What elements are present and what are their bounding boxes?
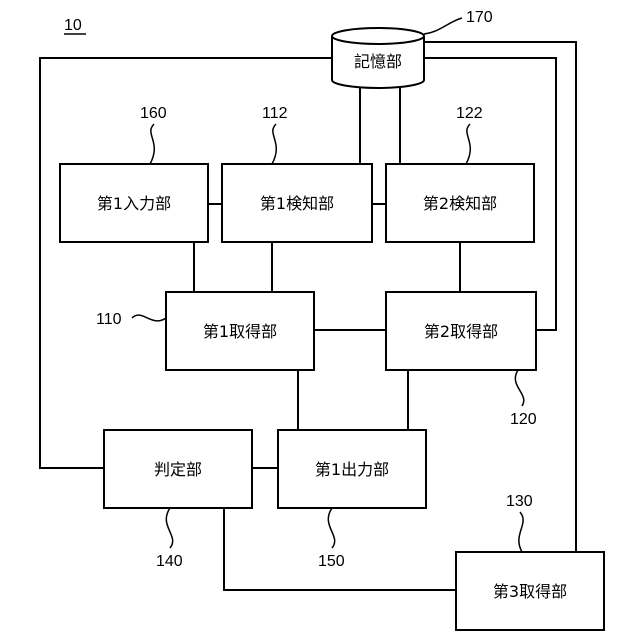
first-output-block: 第1出力部 xyxy=(278,430,426,508)
second-acquire-label: 第2取得部 xyxy=(424,322,498,341)
judge-to-third-acquire-line xyxy=(224,508,456,590)
first-detect-label: 第1検知部 xyxy=(260,194,334,213)
ref-second-detect: 122 xyxy=(456,105,483,122)
ref-second-acquire-leader xyxy=(515,370,523,406)
third-acquire-block: 第3取得部 xyxy=(456,552,604,630)
ref-first-input-leader xyxy=(150,124,154,164)
second-detect-label: 第2検知部 xyxy=(423,194,497,213)
ref-first-acquire-leader xyxy=(132,315,166,321)
second-acquire-block: 第2取得部 xyxy=(386,292,536,370)
first-output-label: 第1出力部 xyxy=(315,460,389,479)
ref-first-input: 160 xyxy=(140,105,167,122)
first-acquire-block: 第1取得部 xyxy=(166,292,314,370)
ref-first-acquire: 110 xyxy=(96,311,122,328)
storage-cylinder-top xyxy=(332,28,424,44)
ref-storage-leader xyxy=(424,18,462,34)
storage-label: 記憶部 xyxy=(354,52,402,71)
second-detect-block: 第2検知部 xyxy=(386,164,534,242)
first-detect-block: 第1検知部 xyxy=(222,164,372,242)
ref-first-output: 150 xyxy=(318,553,345,570)
first-input-label: 第1入力部 xyxy=(97,194,171,213)
figure-number: 10 xyxy=(64,17,82,34)
ref-first-detect: 112 xyxy=(262,105,288,122)
judge-label: 判定部 xyxy=(154,460,202,479)
ref-first-detect-leader xyxy=(272,124,276,164)
ref-judge-leader xyxy=(166,508,172,548)
ref-first-output-leader xyxy=(328,508,334,548)
third-acquire-label: 第3取得部 xyxy=(493,582,567,601)
ref-second-detect-leader xyxy=(466,124,470,164)
judge-block: 判定部 xyxy=(104,430,252,508)
storage-to-judge-line xyxy=(40,58,332,468)
first-acquire-label: 第1取得部 xyxy=(203,322,277,341)
ref-third-acquire-leader xyxy=(519,512,523,552)
ref-third-acquire: 130 xyxy=(506,493,533,510)
ref-judge: 140 xyxy=(156,553,183,570)
storage-unit: 記憶部 xyxy=(332,28,424,88)
first-input-block: 第1入力部 xyxy=(60,164,208,242)
ref-storage: 170 xyxy=(466,9,493,26)
ref-second-acquire: 120 xyxy=(510,411,537,428)
